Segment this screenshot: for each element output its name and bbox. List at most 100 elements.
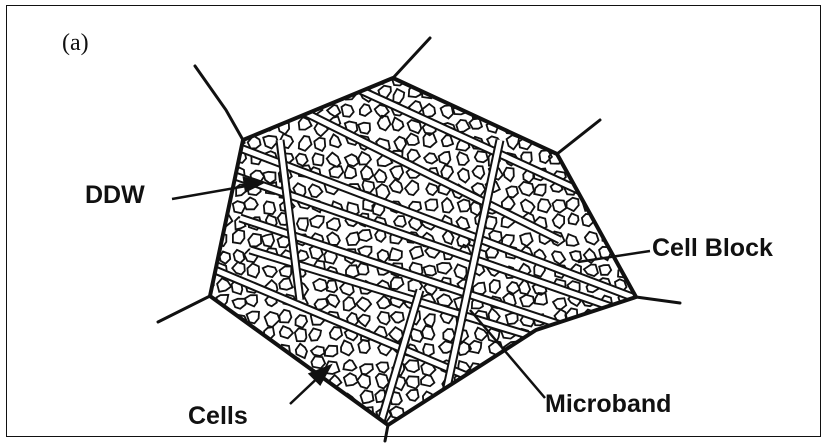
dislocation-cell bbox=[201, 234, 215, 244]
dislocation-cell bbox=[345, 166, 357, 179]
dislocation-cell bbox=[279, 278, 292, 289]
dislocation-cell bbox=[454, 264, 466, 279]
dislocation-cell bbox=[615, 170, 626, 183]
dislocation-cell bbox=[487, 69, 501, 83]
dislocation-cell bbox=[391, 277, 404, 289]
dislocation-cell bbox=[390, 180, 403, 193]
dislocation-cell bbox=[393, 89, 404, 103]
dislocation-cell bbox=[567, 198, 579, 211]
dislocation-cell bbox=[327, 218, 340, 230]
dislocation-cell bbox=[441, 395, 453, 407]
ddw-label: DDW bbox=[85, 181, 145, 210]
dislocation-cell bbox=[521, 199, 535, 213]
dislocation-cell bbox=[309, 184, 323, 197]
dislocation-cell bbox=[280, 266, 292, 277]
dislocation-cell bbox=[503, 408, 517, 420]
dislocation-cell bbox=[313, 405, 325, 417]
dislocation-cell bbox=[552, 328, 565, 341]
dislocation-cell bbox=[395, 423, 407, 436]
dislocation-cell bbox=[440, 424, 453, 438]
dislocation-cell bbox=[377, 296, 390, 308]
boundary-arm bbox=[636, 297, 680, 303]
dislocation-cell bbox=[584, 265, 598, 277]
dislocation-cell bbox=[374, 169, 386, 182]
dislocation-cell bbox=[329, 166, 343, 178]
dislocation-cell bbox=[244, 198, 258, 210]
dislocation-cell bbox=[263, 172, 275, 184]
dislocation-cell bbox=[630, 119, 642, 131]
dislocation-cell bbox=[458, 169, 469, 183]
dislocation-cell bbox=[361, 166, 373, 180]
dislocation-cell bbox=[235, 74, 247, 87]
dislocation-cell bbox=[313, 279, 328, 291]
dislocation-cell bbox=[635, 347, 648, 358]
dislocation-cell bbox=[442, 198, 454, 213]
dislocation-cell bbox=[296, 154, 308, 166]
dislocation-cell bbox=[633, 215, 647, 227]
dislocation-cell bbox=[468, 377, 481, 392]
dislocation-cell bbox=[634, 312, 646, 326]
dislocation-cell bbox=[310, 216, 324, 228]
dislocation-cell bbox=[635, 170, 646, 181]
dislocation-cell bbox=[519, 182, 534, 196]
dislocation-cell bbox=[554, 422, 568, 433]
dislocation-cell bbox=[568, 361, 581, 373]
dislocation-cell bbox=[327, 105, 340, 117]
dislocation-cell bbox=[601, 120, 615, 134]
dislocation-cell bbox=[232, 262, 245, 275]
dislocation-cell bbox=[570, 104, 581, 115]
dislocation-cell bbox=[266, 407, 278, 418]
dislocation-cell bbox=[261, 234, 274, 247]
dislocation-cell bbox=[233, 230, 245, 244]
boundary-arm bbox=[557, 120, 600, 154]
dislocation-cell bbox=[326, 426, 340, 439]
dislocation-cell bbox=[616, 106, 630, 119]
dislocation-cell bbox=[601, 105, 613, 118]
dislocation-cell bbox=[629, 231, 642, 244]
dislocation-cell bbox=[315, 74, 326, 85]
dislocation-cell bbox=[201, 314, 213, 326]
dislocation-cell bbox=[359, 422, 371, 435]
dislocation-cell bbox=[358, 152, 371, 165]
dislocation-cell bbox=[249, 412, 262, 423]
dislocation-cell bbox=[631, 86, 644, 98]
dislocation-cell bbox=[389, 248, 402, 260]
dislocation-cell bbox=[474, 89, 487, 103]
dislocation-cell bbox=[280, 88, 292, 100]
dislocation-cell bbox=[249, 84, 261, 97]
dislocation-cell bbox=[361, 390, 374, 403]
dislocation-cell bbox=[215, 72, 227, 85]
dislocation-cell bbox=[602, 169, 615, 181]
dislocation-cell bbox=[614, 186, 626, 198]
dislocation-cell bbox=[312, 86, 325, 98]
dislocation-cell bbox=[506, 313, 518, 324]
dislocation-cell bbox=[213, 199, 226, 212]
dislocation-cell bbox=[583, 91, 597, 104]
dislocation-cell bbox=[585, 342, 597, 355]
dislocation-cell bbox=[490, 376, 502, 390]
dislocation-cell bbox=[552, 103, 563, 117]
dislocation-cell bbox=[490, 280, 500, 293]
dislocation-cell bbox=[314, 138, 325, 151]
dislocation-cell bbox=[635, 358, 647, 371]
dislocation-cell bbox=[439, 152, 451, 165]
dislocation-cell bbox=[615, 134, 629, 145]
dislocation-cell bbox=[456, 389, 468, 403]
dislocation-cell bbox=[553, 200, 567, 213]
dislocation-cell bbox=[522, 393, 534, 406]
dislocation-cell bbox=[571, 330, 584, 341]
dislocation-cell bbox=[602, 330, 615, 342]
dislocation-cell bbox=[356, 297, 371, 311]
dislocation-cell bbox=[263, 136, 278, 149]
dislocation-cell bbox=[311, 356, 325, 368]
dislocation-cell bbox=[245, 295, 258, 306]
dislocation-cell bbox=[568, 423, 581, 436]
dislocation-cell bbox=[504, 168, 514, 182]
dislocation-cell bbox=[473, 166, 485, 179]
dislocation-cell bbox=[358, 340, 370, 353]
dislocation-cell bbox=[566, 234, 578, 246]
dislocation-cell bbox=[580, 358, 594, 370]
dislocation-cell bbox=[537, 74, 549, 86]
dislocation-cell bbox=[248, 372, 262, 386]
